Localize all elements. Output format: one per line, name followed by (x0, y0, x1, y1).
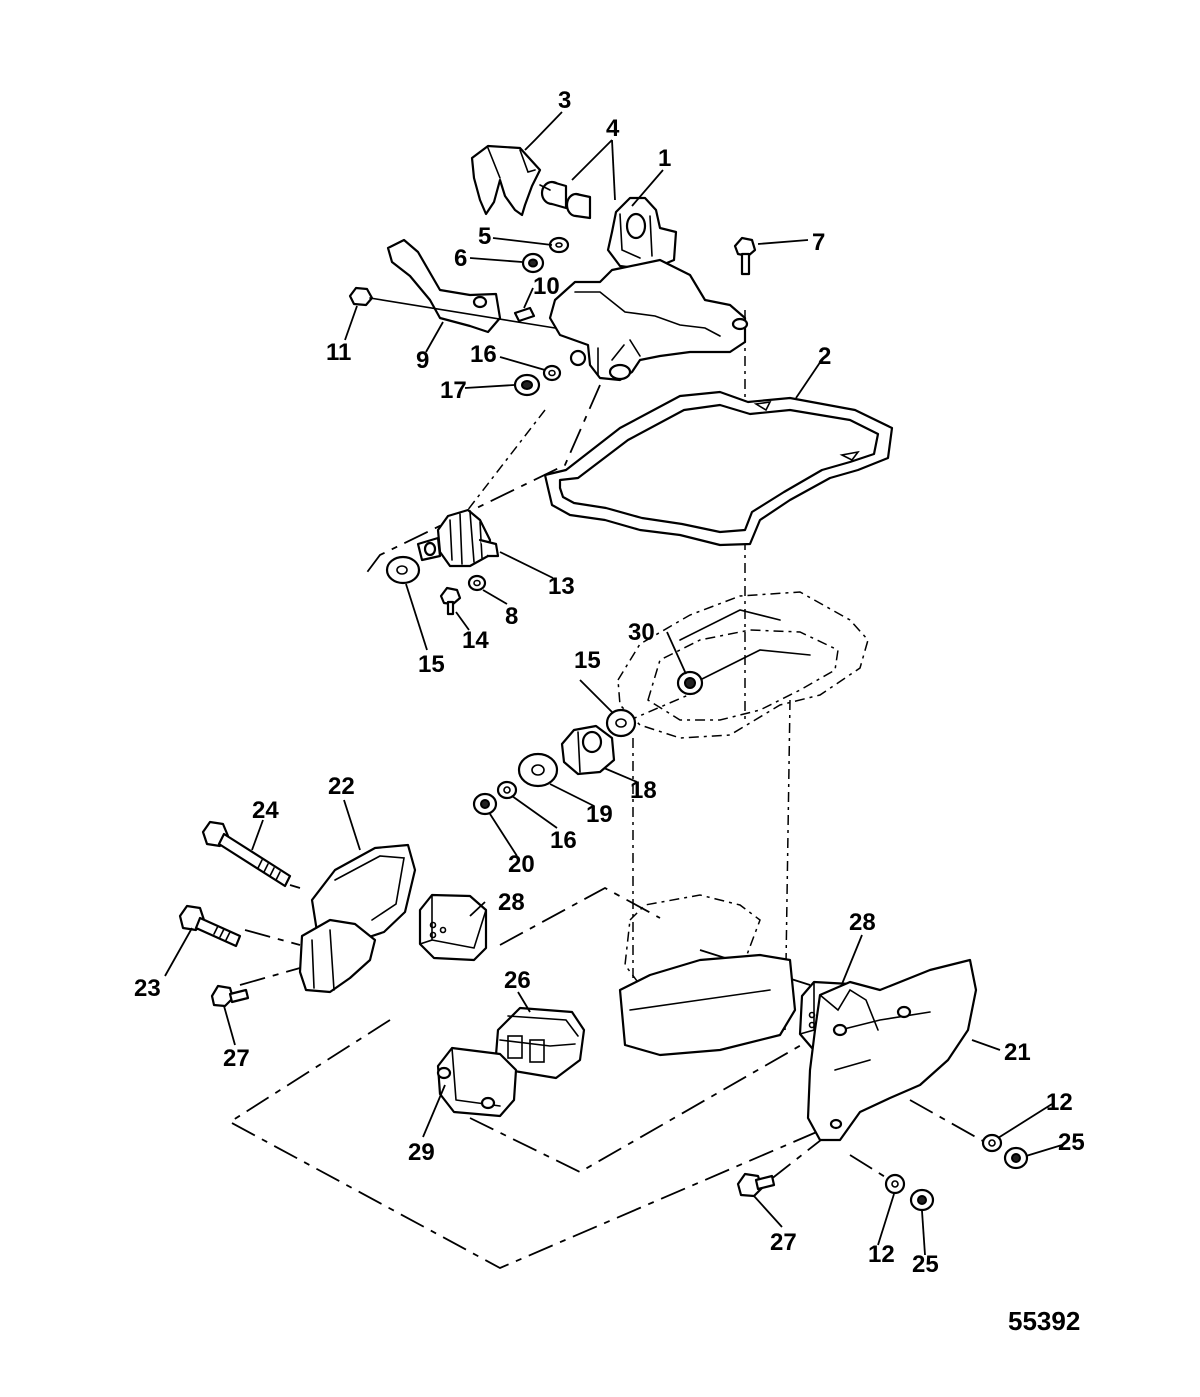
part-16-washer-lower (496, 780, 518, 800)
callout-23: 23 (134, 975, 161, 1002)
part-12-washer-right-upper (981, 1133, 1003, 1153)
part-8-washer (467, 574, 487, 592)
part-25-nut-right-lower (909, 1188, 935, 1212)
callout-9: 9 (416, 347, 429, 374)
part-17-nut (513, 373, 541, 397)
callout-labels: 3 4 1 5 6 7 10 11 9 16 17 2 13 8 14 15 3… (134, 87, 1085, 1278)
part-1-mount-bracket (606, 196, 678, 272)
callout-15-lower: 15 (574, 647, 601, 674)
callout-16-lower: 16 (550, 827, 577, 854)
figure-number: 55392 (1008, 1306, 1080, 1336)
callout-27-right: 27 (770, 1229, 797, 1256)
callout-28-left: 28 (498, 889, 525, 916)
part-29-block (436, 1046, 518, 1118)
part-washer-small (569, 349, 587, 367)
part-27-screw-right (736, 1172, 776, 1198)
part-10-pin (513, 306, 536, 323)
part-9-bracket-arm (386, 238, 502, 334)
part-25-nut-right-upper (1003, 1146, 1029, 1170)
callout-5: 5 (478, 223, 491, 250)
part-6-nut (521, 252, 545, 274)
part-5-washer (548, 236, 570, 254)
part-3-upper-mount-bracket (470, 144, 542, 217)
callout-19: 19 (586, 801, 613, 828)
upper-mount-housing (548, 258, 749, 382)
part-16-washer-upper (542, 364, 562, 382)
part-27-screw-left (210, 984, 250, 1008)
part-2-gasket (543, 390, 894, 547)
part-7-screw (733, 236, 757, 276)
callout-25-lower: 25 (912, 1251, 939, 1278)
callout-18: 18 (630, 777, 657, 804)
callout-29: 29 (408, 1139, 435, 1166)
callout-11: 11 (326, 339, 351, 366)
callout-3: 3 (558, 87, 571, 114)
part-11-bolt (348, 286, 556, 329)
part-21-lower-bracket-right (806, 958, 978, 1142)
callout-12-lower: 12 (868, 1241, 895, 1268)
part-24-long-bolt (201, 820, 292, 888)
part-4-bushings (539, 180, 592, 220)
callout-17: 17 (440, 377, 467, 404)
part-20-nut (472, 792, 498, 816)
part-13-rubber-mount (416, 508, 500, 568)
part-28-block-left (418, 893, 488, 962)
callout-24: 24 (252, 797, 279, 824)
part-14-bolt (439, 586, 462, 616)
callout-13: 13 (548, 573, 575, 600)
callout-7: 7 (812, 229, 825, 256)
part-19-washer (517, 752, 559, 788)
callout-22: 22 (328, 773, 355, 800)
callout-8: 8 (505, 603, 518, 630)
driveshaft-housing-outline (617, 591, 869, 1057)
callout-14: 14 (462, 627, 489, 654)
callout-1: 1 (658, 145, 671, 172)
callout-15-upper: 15 (418, 651, 445, 678)
callout-30: 30 (628, 619, 655, 646)
callout-6: 6 (454, 245, 467, 272)
part-15-washer-upper (385, 555, 421, 585)
callout-21: 21 (1004, 1039, 1031, 1066)
callout-12-upper: 12 (1046, 1089, 1073, 1116)
callout-25-upper: 25 (1058, 1129, 1085, 1156)
callout-10: 10 (533, 273, 560, 300)
part-22-lower-bracket-left (298, 843, 417, 994)
callout-27-left: 27 (223, 1045, 250, 1072)
leader-lines (164, 111, 1063, 1256)
part-30-nut (676, 670, 704, 696)
callout-28-right: 28 (849, 909, 876, 936)
part-23-bolt (178, 904, 242, 948)
callout-4: 4 (606, 115, 620, 142)
callout-16-upper: 16 (470, 341, 497, 368)
callout-2: 2 (818, 343, 831, 370)
part-18-rubber-mount (560, 724, 616, 776)
part-12-washer-right-lower (884, 1173, 906, 1195)
callout-20: 20 (508, 851, 535, 878)
part-15-washer-lower (605, 708, 637, 738)
callout-26: 26 (504, 967, 531, 994)
